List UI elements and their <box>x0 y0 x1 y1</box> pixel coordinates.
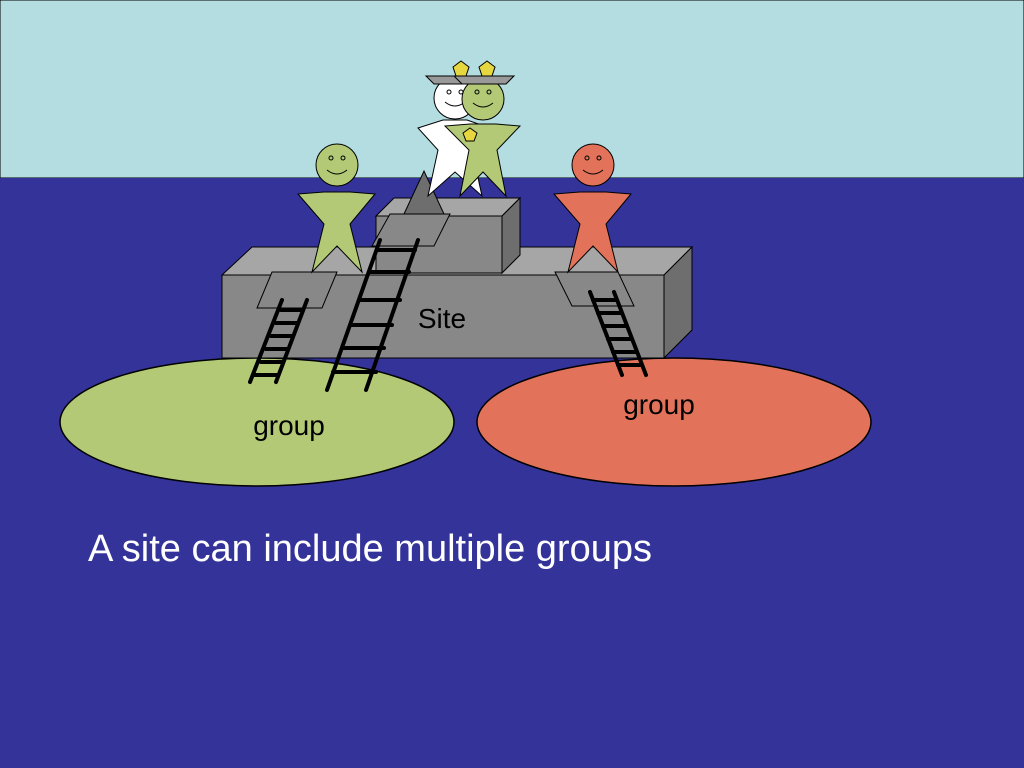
person-green-member <box>296 143 377 274</box>
badge-icon <box>462 127 478 142</box>
hatch-green <box>256 271 338 309</box>
caption-text: A site can include multiple groups <box>88 528 652 570</box>
ladder-site-main <box>325 238 420 392</box>
site-label: Site <box>418 303 466 334</box>
pyramid-top <box>403 169 445 215</box>
ladder-green-group <box>248 298 309 384</box>
ladder-red-group <box>588 290 648 377</box>
group-label-red: group <box>623 389 695 420</box>
group-ellipse-red <box>476 357 872 487</box>
group-label-green: group <box>253 410 325 441</box>
crown-icon <box>478 60 496 77</box>
person-green-leader <box>443 60 522 198</box>
person-red-member <box>552 143 633 274</box>
sky-background <box>0 0 1024 179</box>
